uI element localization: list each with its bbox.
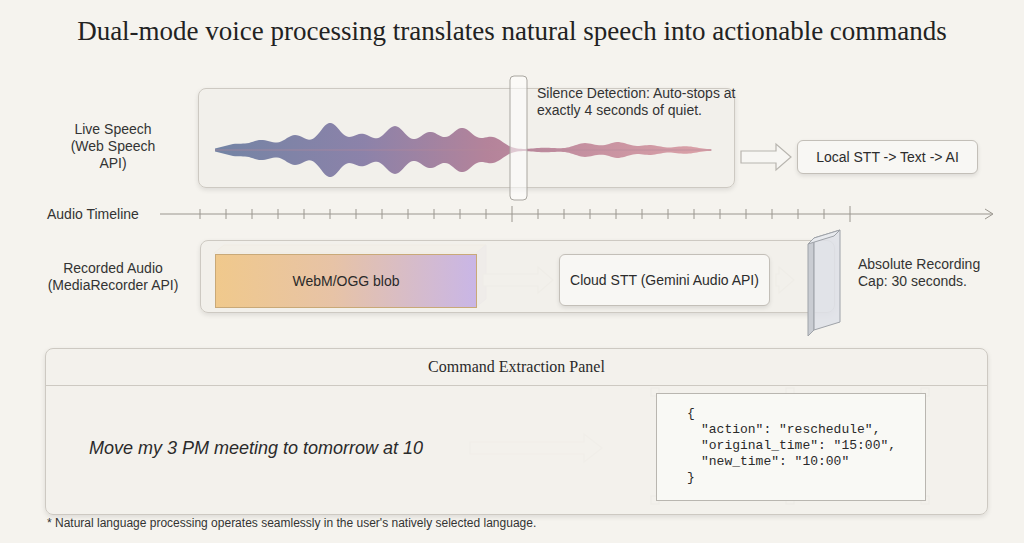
selection-handles — [651, 388, 929, 504]
timeline-axis — [160, 214, 992, 215]
process-box: Local STT -> Text -> AI — [797, 140, 978, 174]
node-text: WebM/OGG blob — [292, 273, 399, 289]
process-box: Cloud STT (Gemini Audio API) — [559, 254, 770, 306]
node-text: Cloud STT (Gemini Audio API) — [570, 272, 759, 289]
timeline-arrowhead — [985, 209, 993, 219]
waveform-baseline — [215, 150, 712, 151]
node-text: "new_time": "10:00" — [687, 454, 915, 470]
silence-marker — [510, 76, 527, 200]
node-text: { — [687, 406, 915, 422]
node-text: Live Speech (Web Speech API) — [57, 121, 169, 172]
node-text: "action": "reschedule", — [687, 422, 915, 438]
node-text: Move my 3 PM meeting to tomorrow at 10 — [89, 437, 423, 459]
node-text: Command Extraction Panel — [46, 349, 987, 386]
node-text: } — [687, 470, 915, 486]
block-arrow — [741, 144, 791, 170]
json-output: {"action": "reschedule","original_time":… — [656, 393, 926, 501]
cap-slab: Absolute Recording Cap: 30 seconds. — [800, 236, 840, 336]
node-text: Absolute Recording Cap: 30 seconds. — [858, 256, 998, 290]
audio-band: Recorded Audio (MediaRecorder API)WebM/O… — [200, 240, 835, 313]
timeline-ticks — [200, 206, 850, 222]
annotation-label: Audio Timeline — [47, 206, 143, 223]
diagram-title: Dual-mode voice processing translates na… — [0, 14, 1024, 48]
node-text: "original_time": "15:00", — [687, 438, 915, 454]
blob-block: WebM/OGG blob — [215, 254, 477, 308]
annotation-label: Silence Detection: Auto-stops at exactly… — [537, 85, 751, 119]
text-wrap: Local STT -> Text -> AI — [816, 149, 959, 166]
text-wrap: Cloud STT (Gemini Audio API) — [570, 272, 759, 289]
text-wrap: WebM/OGG blob — [292, 273, 399, 289]
extraction-panel: Command Extraction PanelMove my 3 PM mee… — [45, 348, 988, 515]
cap-slab-shape — [800, 236, 840, 336]
diagram-caption: * Natural language processing operates s… — [47, 516, 536, 531]
node-text: Local STT -> Text -> AI — [816, 149, 959, 166]
node-text: Recorded Audio (MediaRecorder API) — [43, 260, 183, 294]
